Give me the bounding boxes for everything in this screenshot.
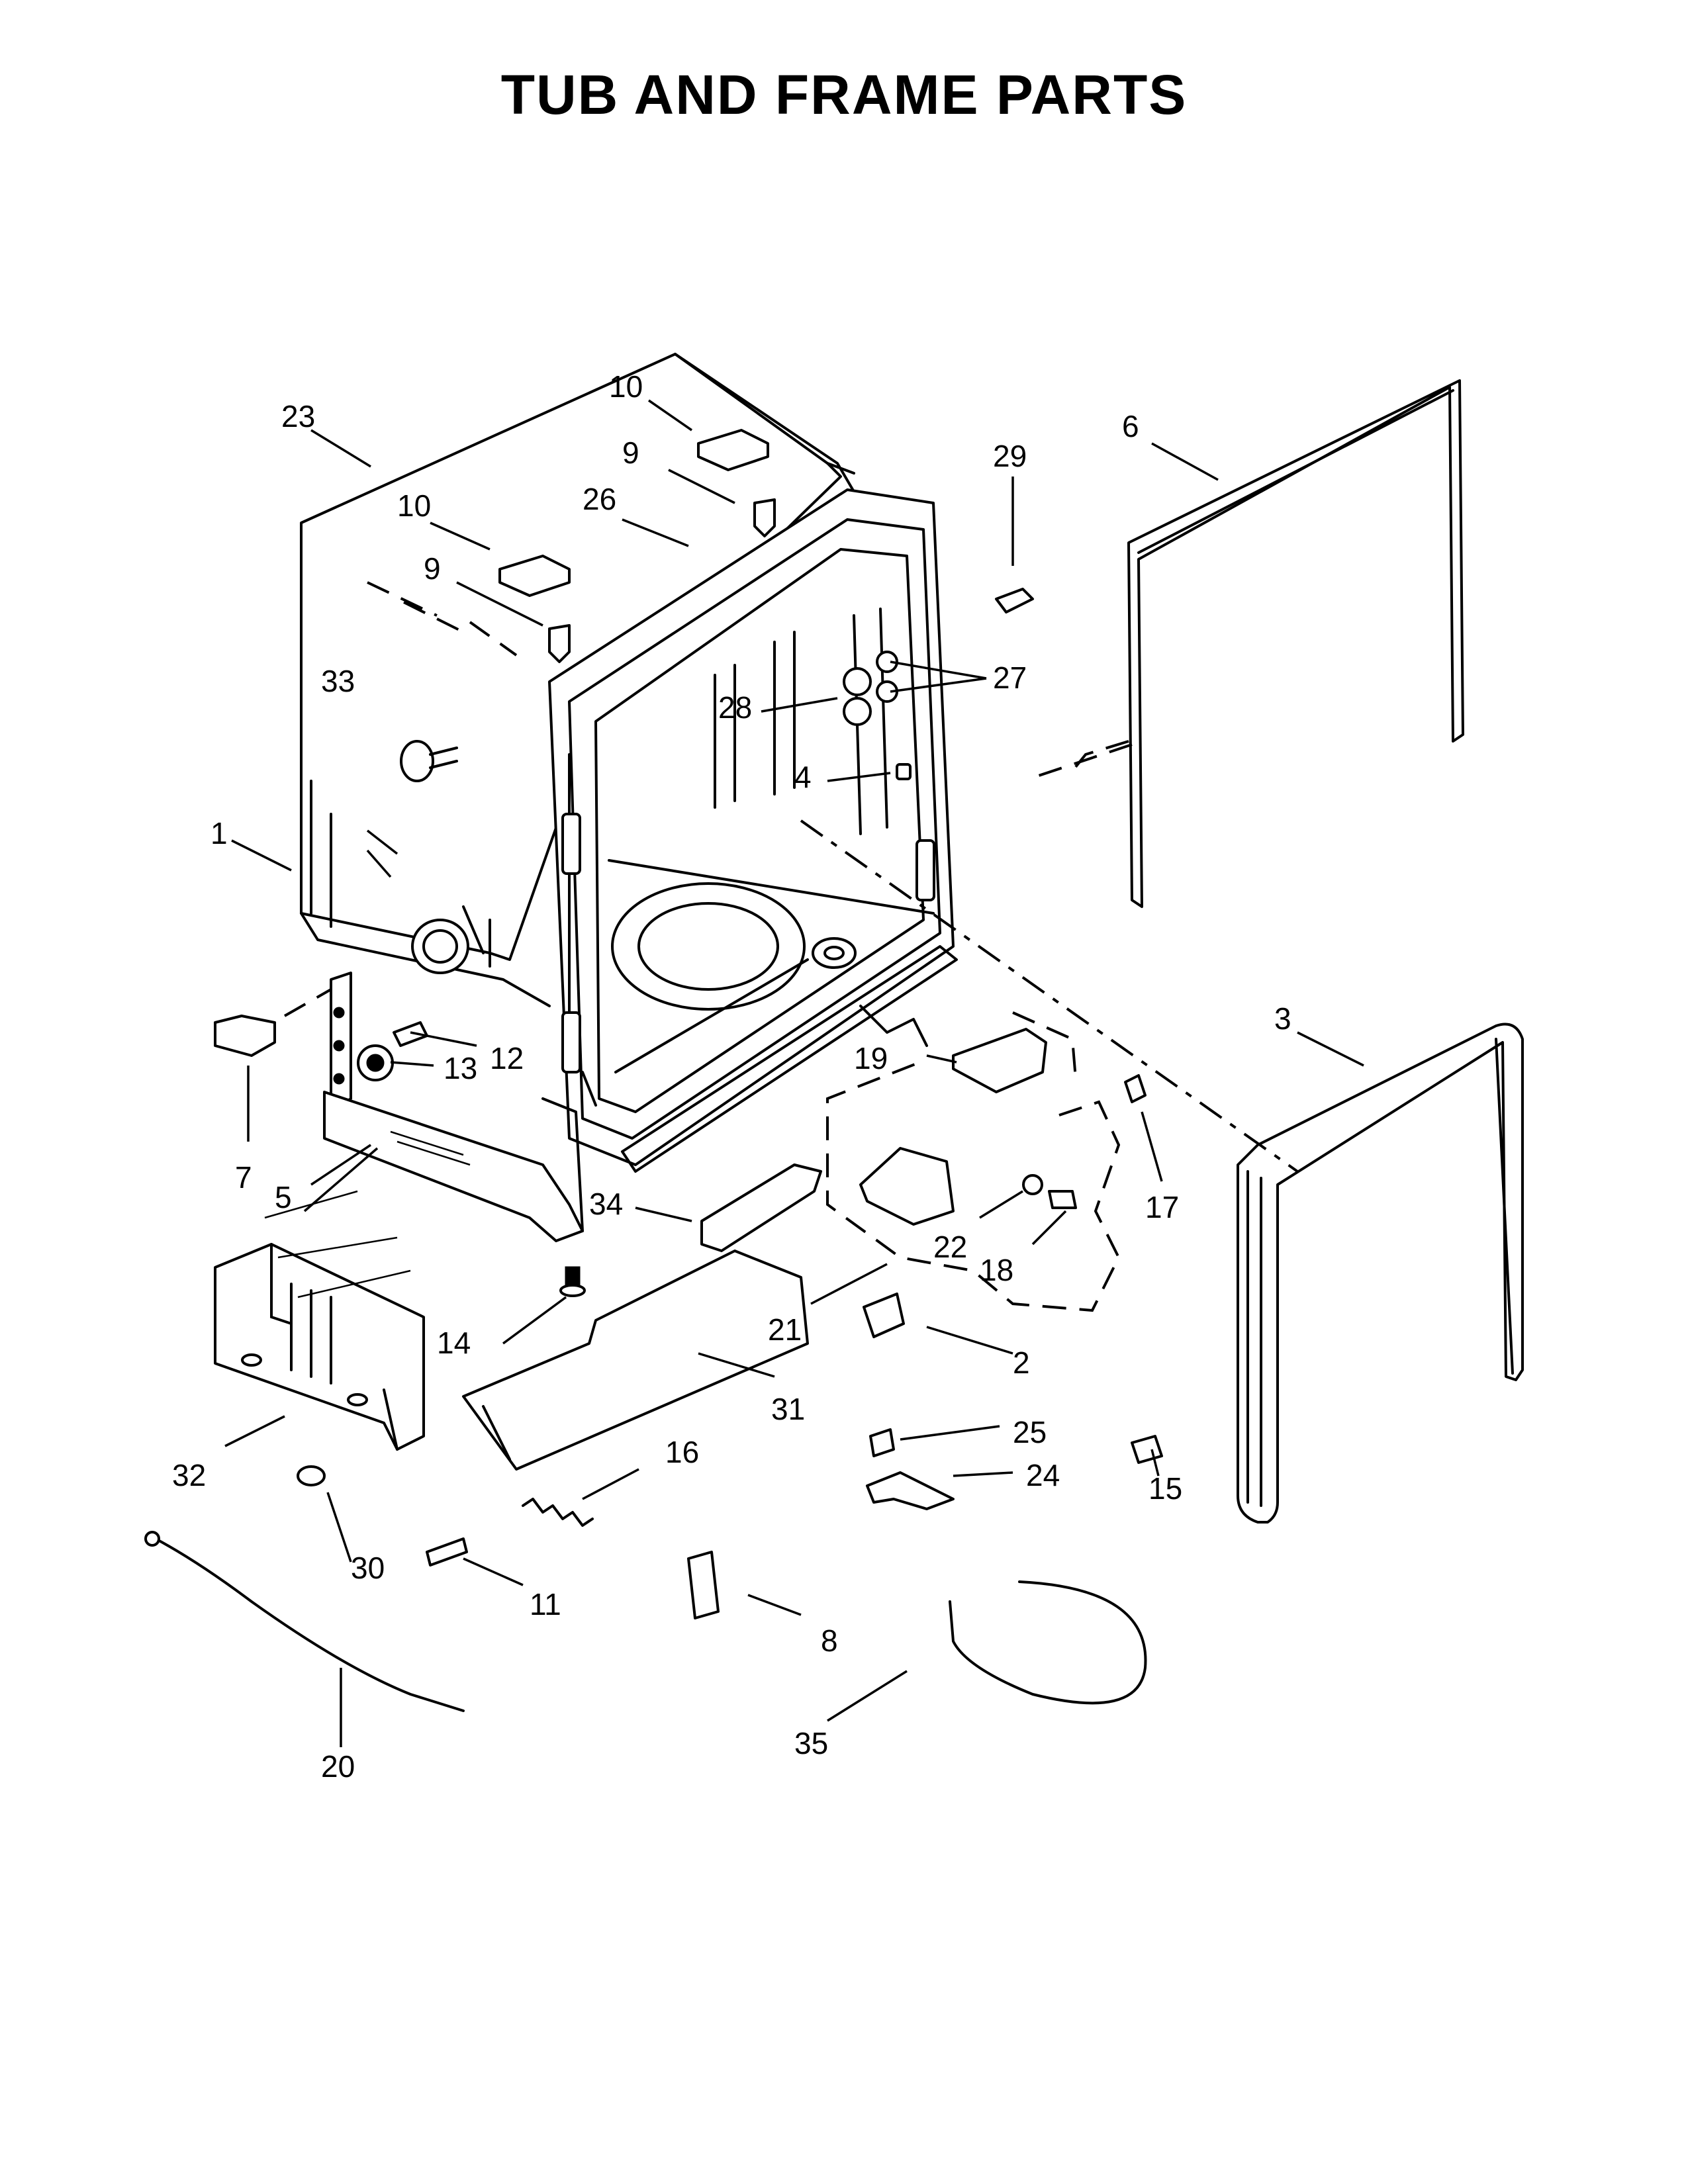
- frame-bracket-part: [323, 972, 584, 1242]
- callouts: 1 2 3 4 5 6 7 8 9 9 10 10 11 12 13 14 15…: [172, 369, 1291, 1784]
- callout-13: 13: [444, 1051, 477, 1085]
- callout-8: 8: [821, 1623, 838, 1658]
- callout-28: 28: [718, 690, 752, 725]
- tub-part: [300, 353, 958, 1173]
- callout-6: 6: [1122, 409, 1139, 443]
- callout-10b: 10: [397, 488, 431, 523]
- callout-35: 35: [794, 1726, 828, 1760]
- reference-lines: [284, 581, 1299, 1312]
- callout-22: 22: [933, 1230, 967, 1264]
- callout-20: 20: [321, 1749, 355, 1784]
- insulation-part: [214, 1190, 425, 1451]
- callout-31: 31: [771, 1392, 805, 1426]
- callout-1: 1: [211, 816, 228, 850]
- callout-34: 34: [589, 1187, 623, 1221]
- callout-3: 3: [1274, 1001, 1291, 1036]
- callout-12: 12: [490, 1041, 524, 1075]
- callout-25: 25: [1013, 1415, 1047, 1449]
- callout-19: 19: [854, 1041, 888, 1075]
- callout-17: 17: [1145, 1190, 1179, 1224]
- callout-23: 23: [281, 399, 315, 433]
- leader-lines: [224, 399, 1364, 1747]
- callout-9b: 9: [424, 551, 441, 586]
- callout-27: 27: [993, 660, 1027, 695]
- gasket-top-part: [1127, 379, 1464, 908]
- callout-15: 15: [1149, 1471, 1182, 1506]
- callout-16: 16: [665, 1435, 699, 1469]
- callout-26: 26: [583, 482, 616, 516]
- callout-7: 7: [235, 1160, 252, 1195]
- callout-24: 24: [1026, 1458, 1060, 1492]
- gasket-bottom-part: [1237, 1023, 1524, 1524]
- callout-21: 21: [768, 1312, 802, 1347]
- base-plate-part: [462, 1250, 809, 1471]
- diagram-title: TUB AND FRAME PARTS: [500, 64, 1188, 126]
- callout-5: 5: [275, 1180, 292, 1214]
- callout-2: 2: [1013, 1345, 1030, 1380]
- callout-18: 18: [980, 1253, 1013, 1287]
- callout-4: 4: [794, 760, 812, 794]
- callout-10a: 10: [609, 369, 643, 404]
- callout-9a: 9: [622, 435, 639, 470]
- callout-30: 30: [351, 1551, 385, 1585]
- callout-14: 14: [437, 1326, 471, 1360]
- callout-33: 33: [321, 664, 355, 698]
- callout-29: 29: [993, 439, 1027, 473]
- callout-11: 11: [530, 1587, 561, 1621]
- small-parts: [144, 429, 1163, 1712]
- callout-32: 32: [172, 1458, 206, 1492]
